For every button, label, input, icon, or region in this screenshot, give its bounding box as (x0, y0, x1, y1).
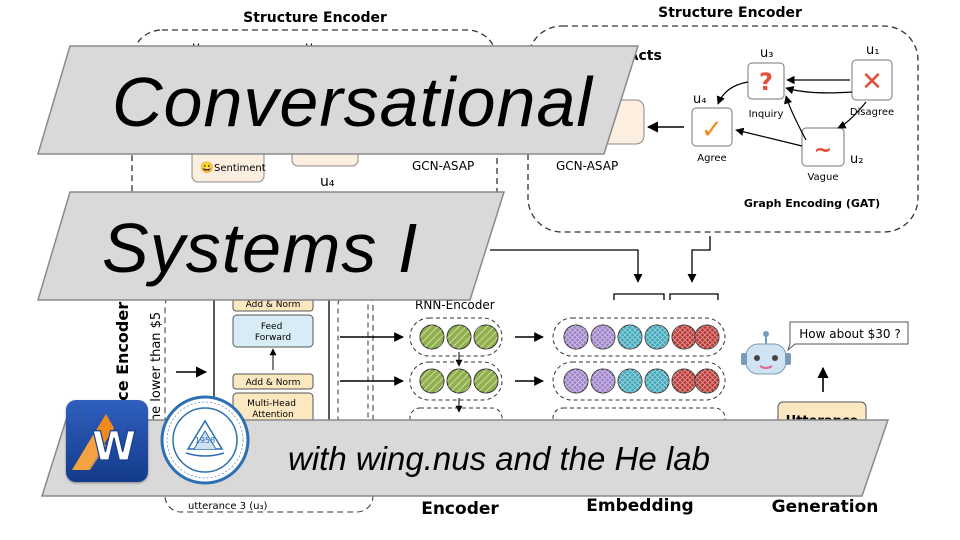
title-line2: Systems I (102, 209, 419, 287)
col-embedding-label: Embedding (586, 496, 693, 516)
title-banner-line1: Conversational (36, 44, 640, 156)
add-norm-bottom-label: Add & Norm (246, 378, 301, 388)
utterance-encoder-box (164, 289, 374, 513)
structure-encoder-left-label: Structure Encoder (243, 10, 387, 26)
sentiment-label: Sentiment (214, 163, 266, 174)
seal-year: 1958 (195, 436, 215, 445)
seal-mark: 1958 (160, 395, 250, 485)
graph-encoding-label: Graph Encoding (GAT) (744, 197, 880, 210)
parallel-block-outline (337, 295, 369, 447)
feed-forward-line2: Forward (255, 333, 291, 343)
add-norm-bottom (232, 373, 314, 390)
graph-edges (716, 75, 867, 147)
u4-label: u₄ (693, 92, 706, 107)
robot-icon (741, 331, 791, 375)
disagree-label: Disagree (850, 107, 894, 118)
utterance-vertical-text: lt the lower than $5 (149, 312, 164, 440)
multi-head-label: Multi-Head Attention (247, 399, 299, 420)
title-line1: Conversational (112, 63, 593, 141)
u1-label: u₁ (866, 43, 879, 58)
disagree-node (851, 59, 893, 101)
u3-label: u₃ (760, 46, 773, 61)
u2-label: u₂ (850, 152, 863, 167)
speech-bubble-text: How about $30 ? (799, 327, 901, 341)
multi-head-line2: Attention (252, 410, 294, 420)
encoder-connectors (490, 236, 719, 300)
vague-icon: ~ (814, 138, 832, 163)
agree-node (691, 107, 733, 147)
feed-forward-box (232, 314, 314, 348)
multi-head-line1: Multi-Head (247, 399, 296, 409)
inquiry-node (747, 62, 785, 100)
inquiry-label: Inquiry (749, 109, 784, 120)
rnn-row-2 (409, 361, 503, 401)
banner-shape (40, 419, 890, 497)
speech-bubble (786, 321, 909, 352)
col-encoder-label: Encoder (421, 499, 499, 519)
col-generation-label: Generation (772, 497, 879, 517)
sentiment-emoji: 😀 (200, 161, 214, 174)
title-banner-line2: Systems I (36, 190, 506, 302)
vague-label: Vague (807, 172, 838, 183)
wing-logo-mark: W (72, 414, 137, 471)
add-norm-top-label: Add & Norm (246, 300, 301, 310)
feed-forward-label: Feed Forward (255, 322, 291, 343)
gcn-asap-right-label: GCN-ASAP (556, 159, 618, 173)
subtitle-banner: with wing.nus and the He lab (40, 418, 890, 498)
feed-forward-line1: Feed (261, 322, 282, 332)
embedding-row-1 (552, 317, 726, 357)
structure-encoder-right-label: Structure Encoder (658, 5, 802, 21)
agree-icon: ✓ (701, 115, 723, 145)
vague-node (801, 127, 845, 167)
rnn-row-1 (409, 317, 503, 357)
gcn-asap-left-label: GCN-ASAP (412, 159, 474, 173)
banner-shape (36, 191, 506, 301)
disagree-icon: ✕ (861, 67, 883, 97)
agree-label: Agree (697, 153, 726, 164)
inquiry-icon: ? (759, 68, 773, 96)
wing-nus-logo: W (66, 400, 148, 482)
rnn-encoder-label: RNN-Encoder (415, 298, 495, 312)
rnn-row-3 (409, 407, 503, 429)
banner-shape (36, 45, 640, 155)
u4-left-label: u₄ (320, 174, 335, 190)
subtitle-text: with wing.nus and the He lab (288, 440, 710, 477)
utterance3-label: utterance 3 (u₃) (188, 501, 268, 512)
university-seal-logo: 1958 (160, 395, 250, 485)
wing-logo-letter: W (92, 424, 136, 470)
embedding-row-2 (552, 361, 726, 401)
